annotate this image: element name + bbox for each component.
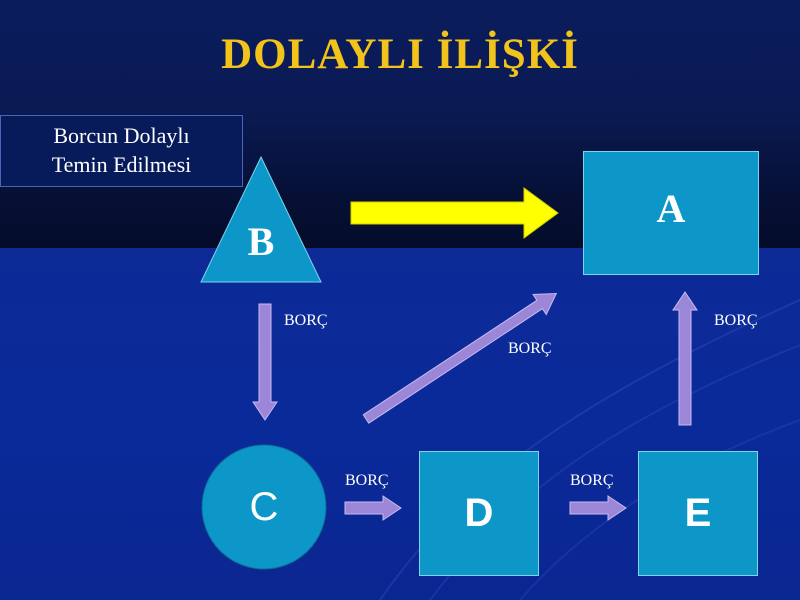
arrow-c-to-a — [362, 292, 558, 424]
arrow-c-to-d — [344, 495, 402, 521]
page-title: DOLAYLI İLİŞKİ — [221, 31, 579, 78]
node-d-box: D — [419, 451, 539, 576]
node-a-label: A — [656, 185, 686, 231]
arrow-b-to-c — [252, 303, 278, 421]
node-e-label: E — [684, 491, 712, 535]
caption-line-2: Temin Edilmesi — [51, 152, 192, 177]
caption-box: Borcun Dolaylı Temin Edilmesi — [0, 115, 243, 187]
arrow-e-to-a — [672, 291, 698, 426]
node-b-triangle — [200, 155, 322, 283]
edge-label-d-to-e: BORÇ — [570, 472, 614, 489]
edge-label-e-to-a: BORÇ — [714, 312, 758, 329]
caption-line-1: Borcun Dolaylı — [53, 123, 190, 148]
node-c-circle — [201, 444, 327, 570]
edge-label-b-to-c: BORÇ — [284, 312, 328, 329]
edge-label-c-to-d: BORÇ — [345, 472, 389, 489]
yellow-arrow — [350, 187, 559, 239]
edge-label-c-to-a: BORÇ — [508, 340, 552, 357]
node-a-box: A — [583, 151, 759, 275]
node-c-label: C — [249, 485, 279, 529]
node-b-label: B — [247, 219, 275, 264]
node-e-box: E — [638, 451, 758, 576]
node-d-label: D — [464, 491, 494, 535]
arrow-d-to-e — [569, 495, 627, 521]
